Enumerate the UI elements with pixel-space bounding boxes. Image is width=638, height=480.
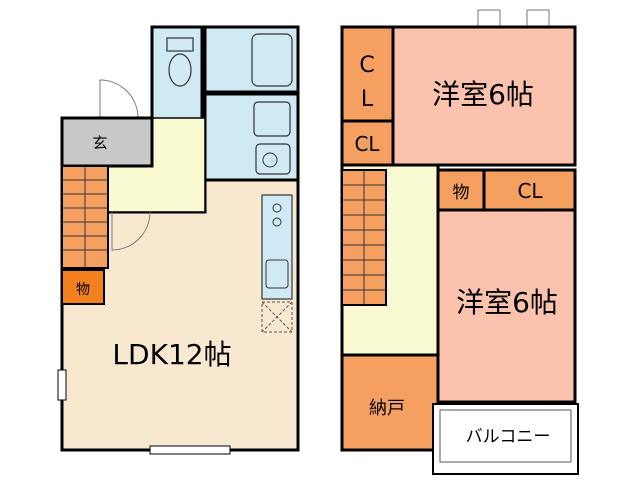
bathtub <box>251 33 293 87</box>
window-bottom <box>149 445 231 455</box>
stove-burner-2 <box>272 217 282 227</box>
stove-burner-1 <box>272 203 282 213</box>
closet-vertical-l: L <box>361 87 374 112</box>
closet-small <box>340 119 395 167</box>
closet-vertical-c: C <box>359 53 374 78</box>
floor-2: 洋室6帖 C L CL 物 CL 洋室6帖 納戸 <box>340 9 579 475</box>
top-window-2 <box>526 9 550 27</box>
nando-room <box>340 353 440 452</box>
kitchen-sink <box>265 259 289 289</box>
entrance-door-swing <box>99 79 139 119</box>
balcony-label: バルコニー <box>466 427 551 447</box>
stair-treads <box>62 166 108 268</box>
storage-2f <box>436 168 486 212</box>
ldk-door-swing <box>111 211 151 251</box>
room-lower <box>436 208 577 404</box>
top-window-1 <box>477 9 501 27</box>
basin-bowl <box>262 152 278 168</box>
storage-1f-label: 物 <box>76 282 90 298</box>
storage-2f-label: 物 <box>453 183 470 203</box>
room-lower-label: 洋室6帖 <box>456 286 558 319</box>
entrance-area <box>60 116 154 168</box>
closet-vertical <box>340 25 395 123</box>
storage-1f <box>61 269 105 305</box>
refrigerator-space <box>261 301 293 333</box>
room-upper <box>391 25 577 167</box>
nando-label: 納戸 <box>369 398 405 419</box>
entrance-label: 玄 <box>92 134 107 152</box>
window-left <box>57 369 67 401</box>
ldk-label: LDK12帖 <box>112 338 231 371</box>
closet-mid-label: CL <box>517 179 543 203</box>
balcony-inner <box>439 409 572 463</box>
toilet-bowl <box>168 53 192 87</box>
toilet-tank <box>166 37 194 52</box>
washing-machine <box>253 101 291 137</box>
floor-1: 玄 物 LDK12帖 <box>57 25 300 455</box>
wash-basin <box>255 143 291 175</box>
closet-mid <box>482 168 577 212</box>
room-upper-label: 洋室6帖 <box>432 78 534 111</box>
closet-small-label: CL <box>354 132 380 156</box>
stair-treads-2f <box>342 170 386 305</box>
